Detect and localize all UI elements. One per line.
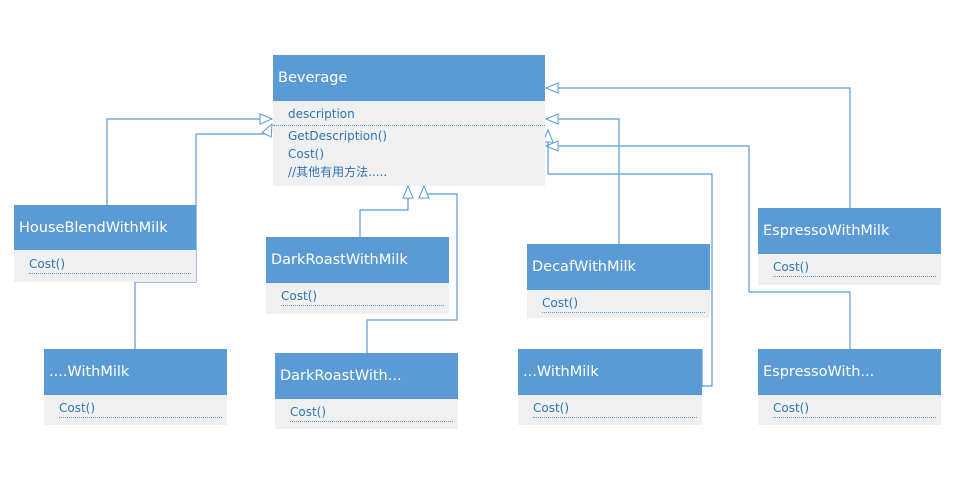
connector-darkroast xyxy=(359,186,408,237)
class-decaf-with-milk-methods: Cost() xyxy=(527,290,710,313)
class-with-milk-2-name: ...WithMilk xyxy=(518,349,702,395)
class-house-blend-with-milk[interactable]: HouseBlendWithMilk Cost() xyxy=(14,205,196,282)
method-cost: Cost() xyxy=(281,287,444,306)
class-with-milk-2-methods: Cost() xyxy=(518,395,702,418)
class-with-milk-1[interactable]: ....WithMilk Cost() xyxy=(44,349,227,425)
method-cost: Cost() xyxy=(542,294,705,313)
method-cost: Cost() xyxy=(533,399,697,418)
class-dark-roast-with-milk[interactable]: DarkRoastWithMilk Cost() xyxy=(266,237,449,314)
class-espresso-with-milk-name: EspressoWithMilk xyxy=(758,208,941,254)
class-beverage-attributes: description xyxy=(273,101,545,126)
class-espresso-with[interactable]: EspressoWith... Cost() xyxy=(758,349,941,425)
connector-decaf xyxy=(546,119,620,244)
class-decaf-with-milk-name: DecafWithMilk xyxy=(527,244,710,290)
class-espresso-with-milk-methods: Cost() xyxy=(758,254,941,277)
class-house-blend-with-milk-name: HouseBlendWithMilk xyxy=(14,205,196,250)
class-dark-roast-with[interactable]: DarkRoastWith... Cost() xyxy=(275,353,458,429)
method-cost: Cost() xyxy=(29,255,191,274)
class-espresso-with-name: EspressoWith... xyxy=(758,349,941,395)
class-dark-roast-with-milk-name: DarkRoastWithMilk xyxy=(266,237,449,283)
connector-espresso xyxy=(546,88,851,208)
method-cost: Cost() xyxy=(288,147,325,161)
class-dark-roast-with-methods: Cost() xyxy=(275,399,458,422)
class-with-milk-2[interactable]: ...WithMilk Cost() xyxy=(518,349,702,425)
method-cost: Cost() xyxy=(290,403,453,422)
class-beverage-methods: GetDescription() Cost() //其他有用方法..... xyxy=(273,126,545,181)
attribute-description: description xyxy=(288,107,355,121)
class-decaf-with-milk[interactable]: DecafWithMilk Cost() xyxy=(527,244,710,318)
class-dark-roast-with-milk-methods: Cost() xyxy=(266,283,449,306)
method-cost: Cost() xyxy=(773,258,936,277)
class-with-milk-1-methods: Cost() xyxy=(44,395,227,418)
method-cost: Cost() xyxy=(773,399,936,418)
class-espresso-with-milk[interactable]: EspressoWithMilk Cost() xyxy=(758,208,941,285)
class-with-milk-1-name: ....WithMilk xyxy=(44,349,227,395)
class-dark-roast-with-name: DarkRoastWith... xyxy=(275,353,458,399)
class-house-blend-with-milk-methods: Cost() xyxy=(14,250,196,274)
class-beverage-name: Beverage xyxy=(273,55,545,101)
method-other: //其他有用方法..... xyxy=(288,165,388,179)
method-getdescription: GetDescription() xyxy=(288,129,388,143)
method-cost: Cost() xyxy=(59,399,222,418)
connector-houseblend xyxy=(106,119,272,205)
class-espresso-with-methods: Cost() xyxy=(758,395,941,418)
class-beverage[interactable]: Beverage description GetDescription() Co… xyxy=(273,55,545,186)
